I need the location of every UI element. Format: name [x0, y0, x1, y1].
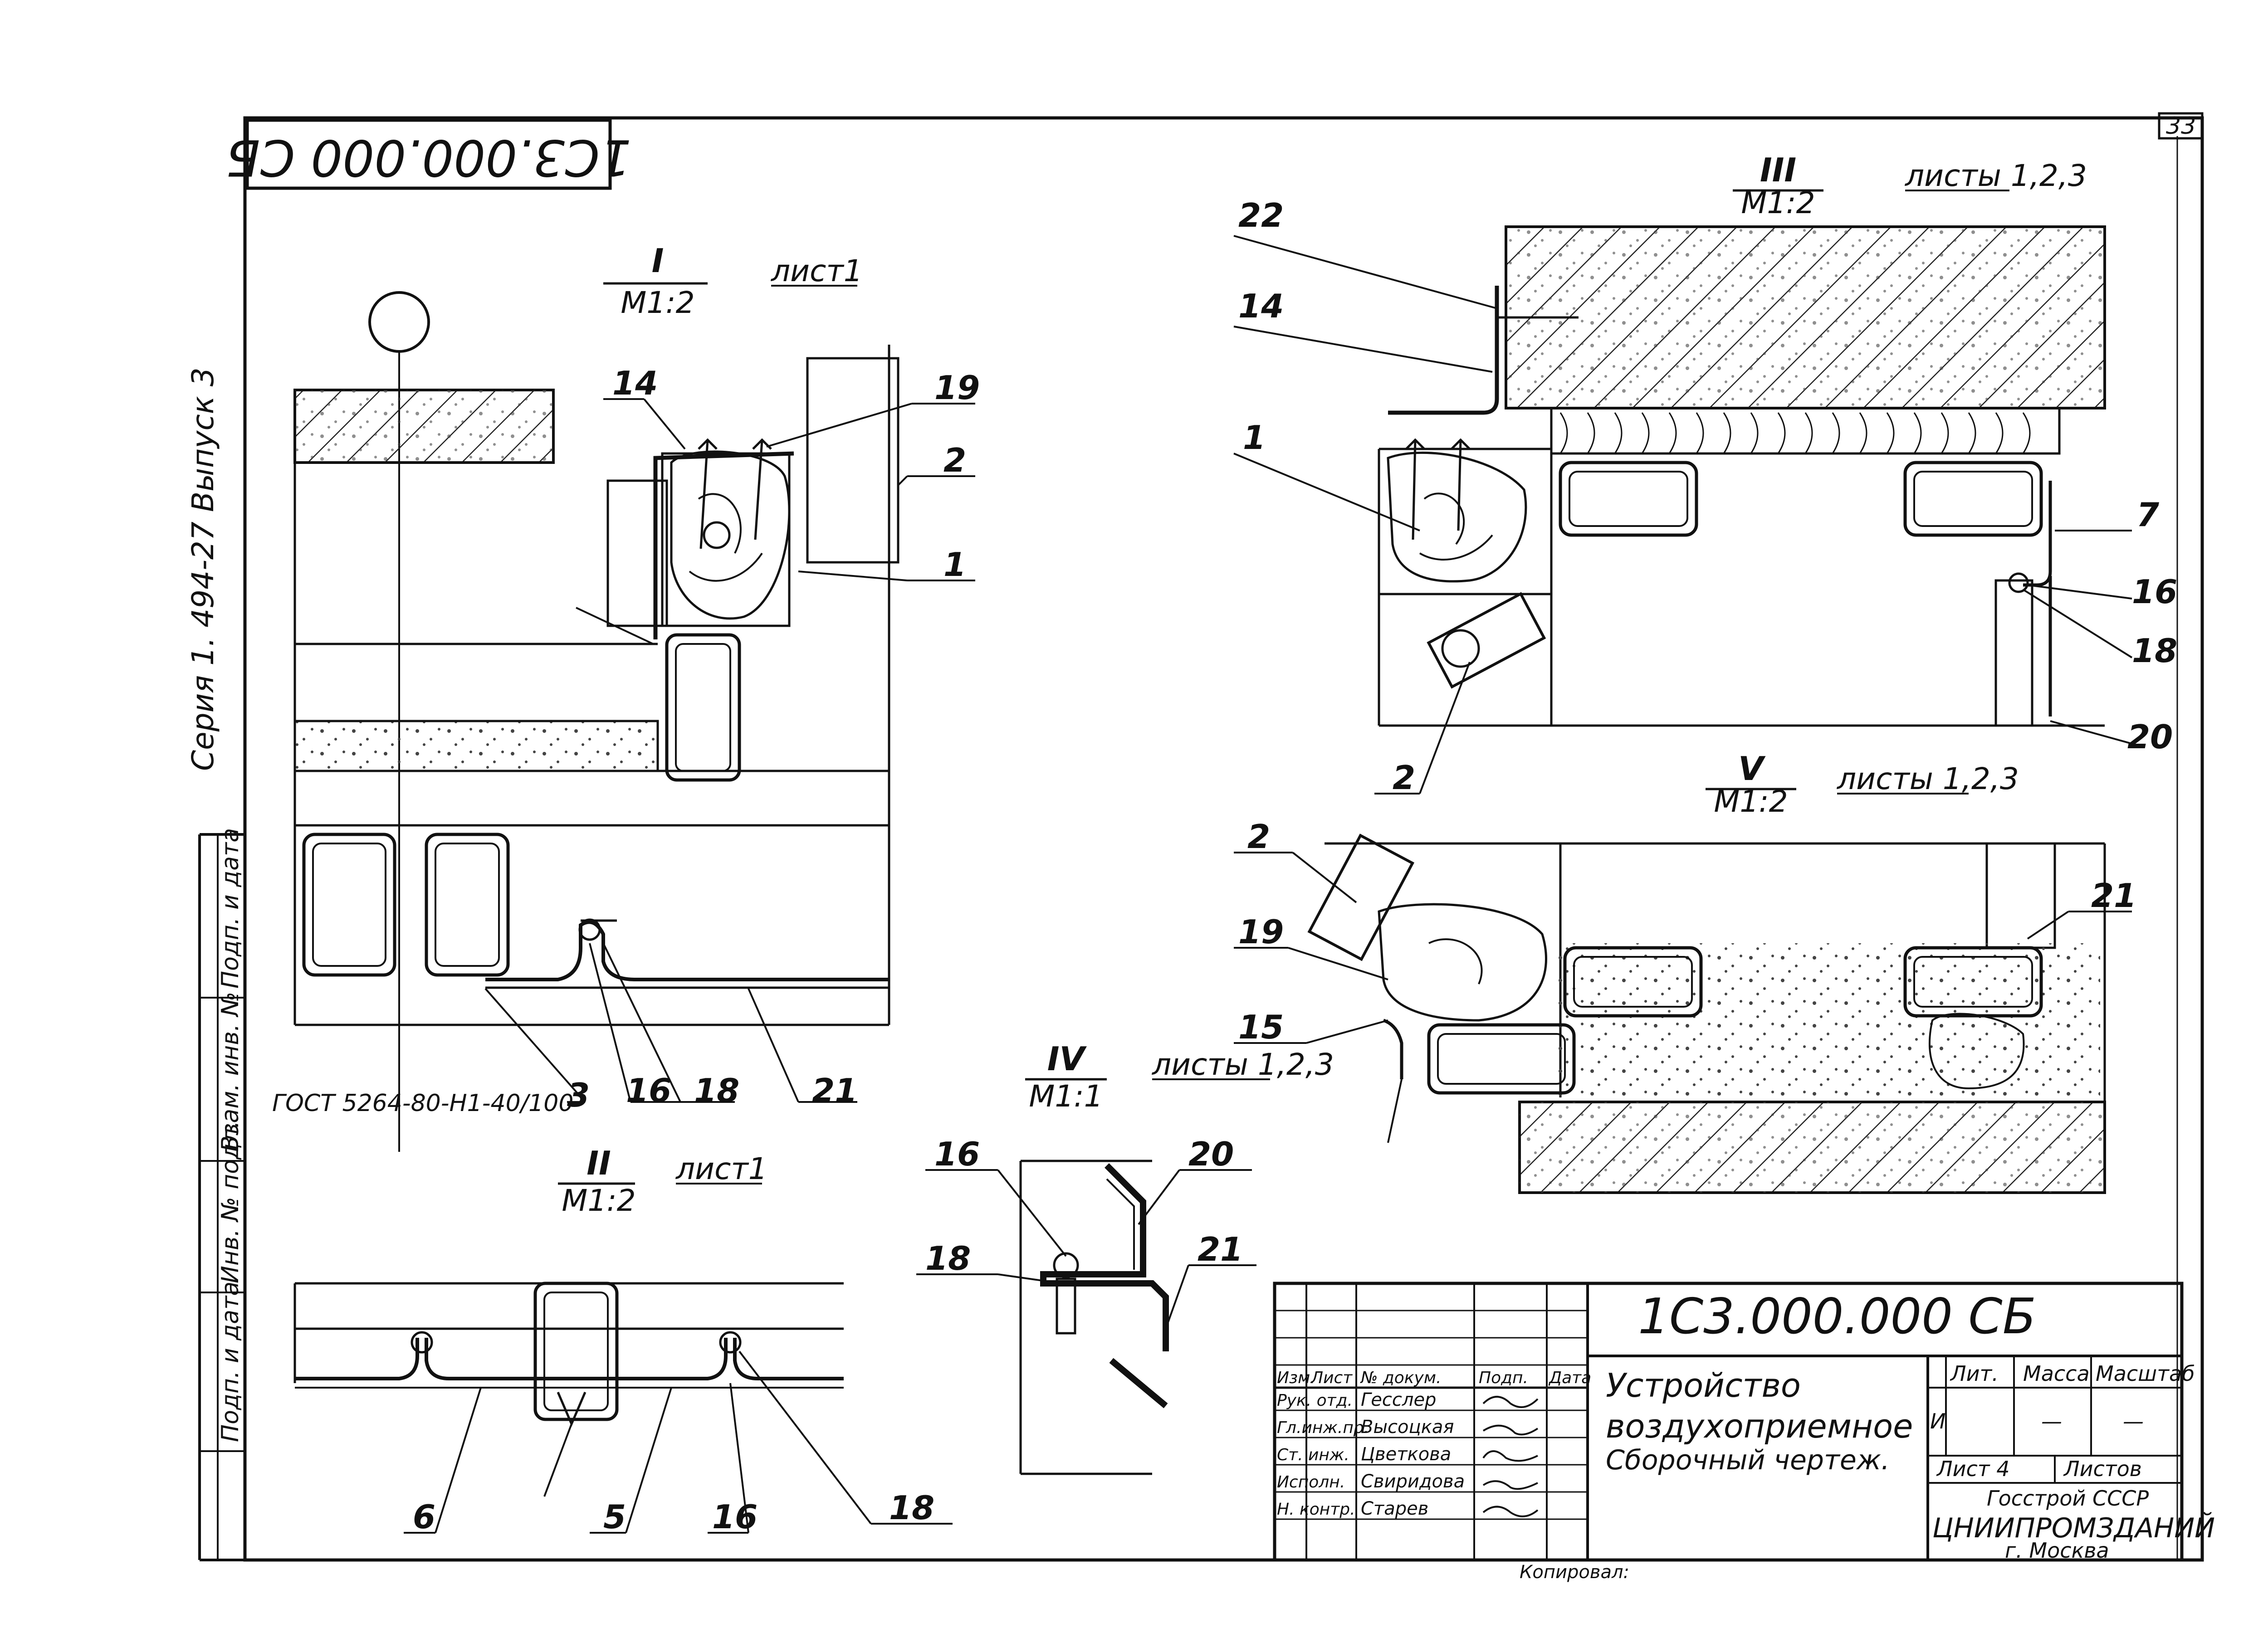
doc-number: 1С3.000.000 СБ	[1638, 1288, 2036, 1345]
view-I-label-16: 16	[626, 1072, 671, 1110]
view-V-label-2: 2	[1247, 818, 1270, 856]
view-I-label-18: 18	[694, 1072, 739, 1110]
series-text: Серия 1. 494-27 Выпуск 3	[186, 367, 220, 771]
signature-marks	[1482, 1396, 1539, 1517]
view-V-title: V	[1738, 750, 1766, 788]
view-IV: IV М1:1 листы 1,2,3 16 20 18 21	[916, 1040, 1334, 1475]
view-III-scale: М1:2	[1741, 185, 1815, 220]
view-III-label-16: 16	[2132, 573, 2177, 611]
view-IV-label-20: 20	[1188, 1135, 1234, 1173]
sheets-total: Листов	[2063, 1457, 2142, 1481]
col-mass: Масса	[2023, 1361, 2090, 1386]
title-line-3: Сборочный чертеж.	[1606, 1444, 1890, 1476]
row-name-1: Гесслер	[1361, 1389, 1436, 1410]
hdr-izm: Изм.	[1277, 1369, 1315, 1387]
col-lit: Лит.	[1950, 1361, 1999, 1386]
title-block	[1273, 1282, 2184, 1562]
view-II-title: II	[587, 1144, 611, 1182]
view-I-label-3: 3	[567, 1076, 590, 1114]
view-I-scale: М1:2	[621, 285, 694, 320]
view-IV-label-16: 16	[934, 1135, 980, 1173]
rotated-stamp-text: 1С3.000.000 СБ	[226, 129, 631, 187]
view-IV-scale: М1:1	[1029, 1079, 1103, 1114]
col-scale: Масштаб	[2096, 1361, 2195, 1386]
org-line-1: Госстрой СССР	[1987, 1486, 2149, 1511]
view-V-label-15: 15	[1238, 1008, 1284, 1046]
view-III-label-7: 7	[2136, 496, 2159, 534]
view-II-label-5: 5	[603, 1498, 626, 1536]
hdr-list: Лист	[1310, 1369, 1353, 1387]
row-name-5: Старев	[1361, 1498, 1428, 1519]
row-role-4: Исполн.	[1277, 1473, 1345, 1492]
view-IV-title: IV	[1047, 1040, 1087, 1078]
view-II-label-6: 6	[413, 1498, 435, 1536]
title-line-1: Устройство	[1606, 1366, 1801, 1404]
view-II-label-18: 18	[889, 1489, 934, 1527]
view-I-label-19: 19	[934, 369, 980, 407]
view-I-label-14: 14	[612, 364, 658, 402]
hdr-date: Дата	[1548, 1369, 1591, 1387]
title-block-text: 1С3.000.000 СБ Устройство воздухоприемно…	[1277, 1288, 2215, 1563]
view-II-scale: М1:2	[562, 1183, 635, 1218]
view-III-label-2: 2	[1393, 759, 1415, 797]
org-line-2: ЦНИИПРОМЗДАНИЙ	[1932, 1512, 2215, 1544]
view-I-label-1: 1	[943, 546, 966, 584]
org-line-3: г. Москва	[2005, 1538, 2109, 1563]
corner-sheet-number: 33	[2166, 112, 2196, 140]
strip-label-1: Подп. и дата	[217, 828, 244, 989]
row-role-2: Гл.инж.пр.	[1277, 1418, 1369, 1437]
view-I: I М1:2 лист1	[272, 242, 980, 1152]
view-II-label-16: 16	[712, 1498, 758, 1536]
view-V-label-19: 19	[1238, 913, 1284, 951]
view-V-label-21: 21	[2091, 877, 2136, 915]
view-V-scale: М1:2	[1714, 784, 1788, 819]
strip-label-4: Подп. и дата	[217, 1282, 244, 1442]
scale-value: —	[2123, 1409, 2144, 1433]
sheet-no: Лист 4	[1936, 1457, 2009, 1481]
hdr-sign: Подп.	[1479, 1369, 1528, 1387]
view-III-label-18: 18	[2132, 632, 2177, 670]
view-I-label-21: 21	[812, 1072, 857, 1110]
row-role-5: Н. контр.	[1277, 1500, 1355, 1519]
view-III-label-20: 20	[2127, 718, 2173, 756]
view-III: III М1:2 листы 1,2,3	[1233, 151, 2177, 797]
row-role-3: Ст. инж.	[1277, 1446, 1349, 1464]
view-I-sheets: лист1	[770, 253, 863, 288]
view-III-title: III	[1760, 151, 1796, 189]
view-V-sheets: листы 1,2,3	[1836, 761, 2019, 796]
strip-label-2: Взам. инв. №	[217, 992, 244, 1152]
row-name-2: Высоцкая	[1361, 1417, 1454, 1438]
row-name-3: Цветкова	[1361, 1444, 1451, 1465]
view-III-label-14: 14	[1238, 287, 1284, 325]
view-III-sheets: листы 1,2,3	[1904, 158, 2087, 193]
copied-by: Копировал:	[1520, 1562, 1629, 1583]
view-III-label-1: 1	[1243, 419, 1266, 457]
row-role-1: Рук. отд.	[1277, 1391, 1353, 1410]
view-II: II М1:2 лист1 6 5 16 18	[293, 1144, 953, 1536]
rotated-stamp: 1С3.000.000 СБ	[226, 118, 631, 190]
row-name-4: Свиридова	[1361, 1471, 1465, 1492]
view-I-label-2: 2	[943, 441, 966, 479]
view-I-gost: ГОСТ 5264-80-Н1-40/100-	[272, 1090, 582, 1117]
view-I-title: I	[652, 242, 664, 280]
view-IV-label-18: 18	[925, 1239, 971, 1277]
view-V: V М1:2 листы 1,2,3	[1234, 750, 2136, 1194]
left-strip: Подп. и дата Взам. инв. № Инв. № подл. П…	[217, 828, 244, 1442]
sheet-frame	[198, 112, 2204, 1562]
mass-value: —	[2041, 1409, 2062, 1433]
lit-value: И	[1930, 1409, 1945, 1433]
view-III-label-22: 22	[1238, 196, 1284, 234]
view-II-sheets: лист1	[675, 1151, 767, 1186]
title-line-2: воздухоприемное	[1606, 1407, 1913, 1445]
view-IV-label-21: 21	[1198, 1230, 1243, 1268]
view-IV-sheets: листы 1,2,3	[1151, 1047, 1334, 1082]
strip-label-3: Инв. № подл.	[217, 1121, 244, 1283]
hdr-doc: № докум.	[1360, 1369, 1441, 1387]
